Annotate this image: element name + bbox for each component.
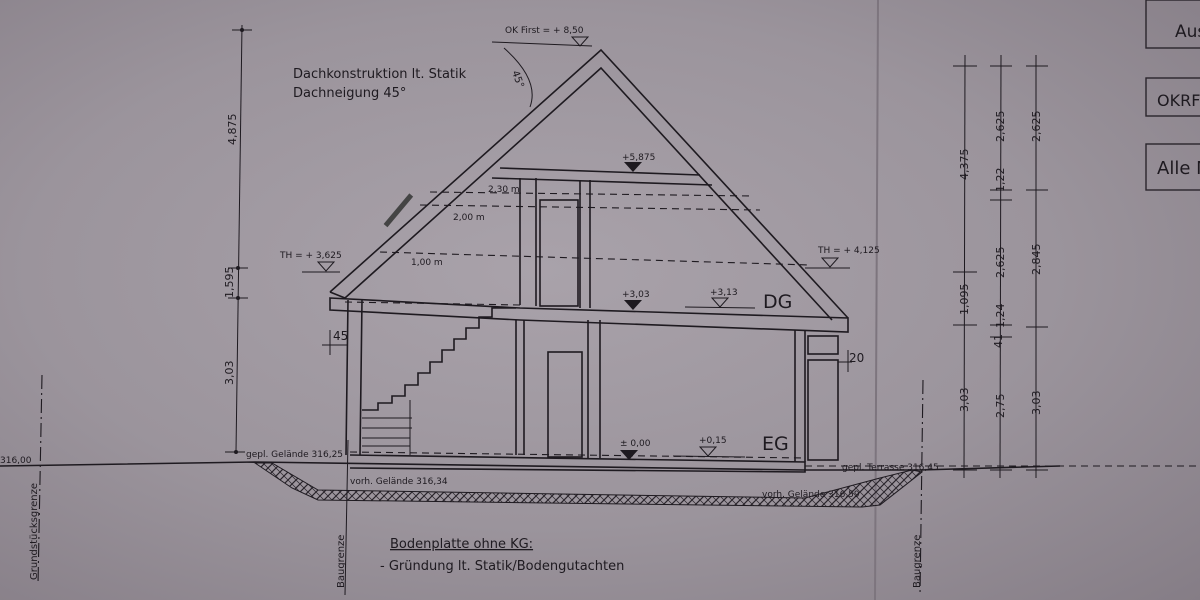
ridge-level: OK First = + 8,50: [505, 26, 584, 36]
legend-box-text: Alle M: [1157, 158, 1200, 179]
legend-box: [1145, 143, 1200, 191]
walls: [345, 178, 839, 462]
dim-right-col3: 2,845: [1030, 244, 1043, 276]
dim-right-col1: 1,095: [958, 284, 971, 316]
floor-level-line: [349, 451, 806, 459]
legend-box-text: Aus: [1175, 22, 1200, 42]
dimension-chains-right: 4,375 1,095 3,03 2,625 1,22 2,625 1,24 4…: [953, 54, 1048, 479]
dim-right-col1: 4,375: [958, 149, 971, 181]
floor-label-eg: EG: [762, 433, 789, 455]
eaves-level-right: TH = + 4,125: [817, 246, 880, 256]
dim-right-col3: 2,625: [1030, 111, 1043, 143]
existing-terrain-left: vorh. Gelände 316,34: [350, 477, 448, 487]
foundation-title: Bodenplatte ohne KG:: [390, 537, 533, 552]
planned-terrain-left: gepl. Gelände 316,25: [246, 450, 343, 460]
legend-box-text: OKRF: [1157, 91, 1200, 110]
dim-left-wall: 45: [333, 329, 348, 343]
dim-right-col2: 2,625: [994, 111, 1007, 143]
dim-right-col2: 1,22: [994, 168, 1007, 193]
stair-steps: [362, 400, 412, 455]
building-line-right: [919, 379, 924, 596]
roof-note-1: Dachkonstruktion lt. Statik: [293, 67, 467, 82]
roof-note-2: Dachneigung 45°: [293, 86, 406, 101]
height-label-200: 2,00 m: [453, 213, 485, 223]
dim-right-col2: 2,75: [994, 394, 1007, 419]
height-line-100: [379, 251, 811, 266]
level-marks: OK First = + 8,50 45° +5,875 TH = + 3,62…: [279, 26, 880, 460]
excavation-hatch: [253, 462, 924, 508]
foundation-detail: - Gründung lt. Statik/Bodengutachten: [380, 559, 624, 574]
dg-raw-level: +3,03: [622, 290, 650, 300]
dim-right-col2: 1,24: [994, 304, 1007, 329]
legend-box: [1145, 0, 1200, 49]
terrace-door: [807, 359, 839, 461]
slabs: [329, 297, 849, 473]
slab-dash: [344, 301, 521, 306]
planned-terrace: gepl. Terrasse 316,45: [842, 463, 939, 473]
height-line-200: [419, 204, 761, 211]
door-dg: [539, 199, 579, 307]
eg-finished-level: +0,15: [699, 436, 727, 446]
height-label-230: 2,30 m: [488, 185, 520, 195]
dimension-chain-left: 4,875 1,595 3,03 45 20: [223, 24, 864, 454]
roof: [329, 48, 849, 321]
collar-level: +5,875: [622, 153, 655, 163]
dg-finished-level: +3,13: [710, 288, 738, 298]
eaves-level-left: TH = + 3,625: [279, 251, 342, 261]
height-line-230: [429, 191, 753, 197]
existing-terrain-right: vorh. Gelände 316,59: [762, 490, 860, 500]
roof-window: [383, 193, 414, 228]
dim-right-small: 20: [849, 351, 864, 365]
roof-angle: 45°: [509, 69, 525, 89]
door-eg: [547, 351, 583, 458]
height-label-100: 1,00 m: [411, 258, 443, 268]
dim-left: 4,875: [226, 114, 239, 146]
sheet-fold: [874, 0, 879, 600]
dim-right-col1: 3,03: [958, 388, 971, 413]
dim-left: 1,595: [223, 267, 236, 299]
property-line-label: Grundstücksgrenze: [29, 483, 40, 580]
legend-box: [1145, 77, 1200, 117]
building-line-left: [344, 439, 349, 596]
dim-right-col2: 41: [992, 334, 1005, 348]
dim-left: 3,03: [223, 361, 236, 386]
property-line: [37, 374, 43, 586]
eg-raw-level: ± 0,00: [620, 439, 651, 449]
legend-boxes: Aus OKRF Alle M: [1145, 0, 1200, 191]
building-line-right-label: Baugrenze: [912, 535, 923, 588]
building-line-left-label: Baugrenze: [336, 535, 347, 588]
floor-label-dg: DG: [763, 291, 792, 313]
terrain-left-elevation: 316,00: [0, 456, 32, 466]
stairs: [362, 307, 516, 411]
dim-right-col2: 2,625: [994, 247, 1007, 279]
dim-right-col3: 3,03: [1030, 391, 1043, 416]
window-transom: [807, 335, 839, 355]
